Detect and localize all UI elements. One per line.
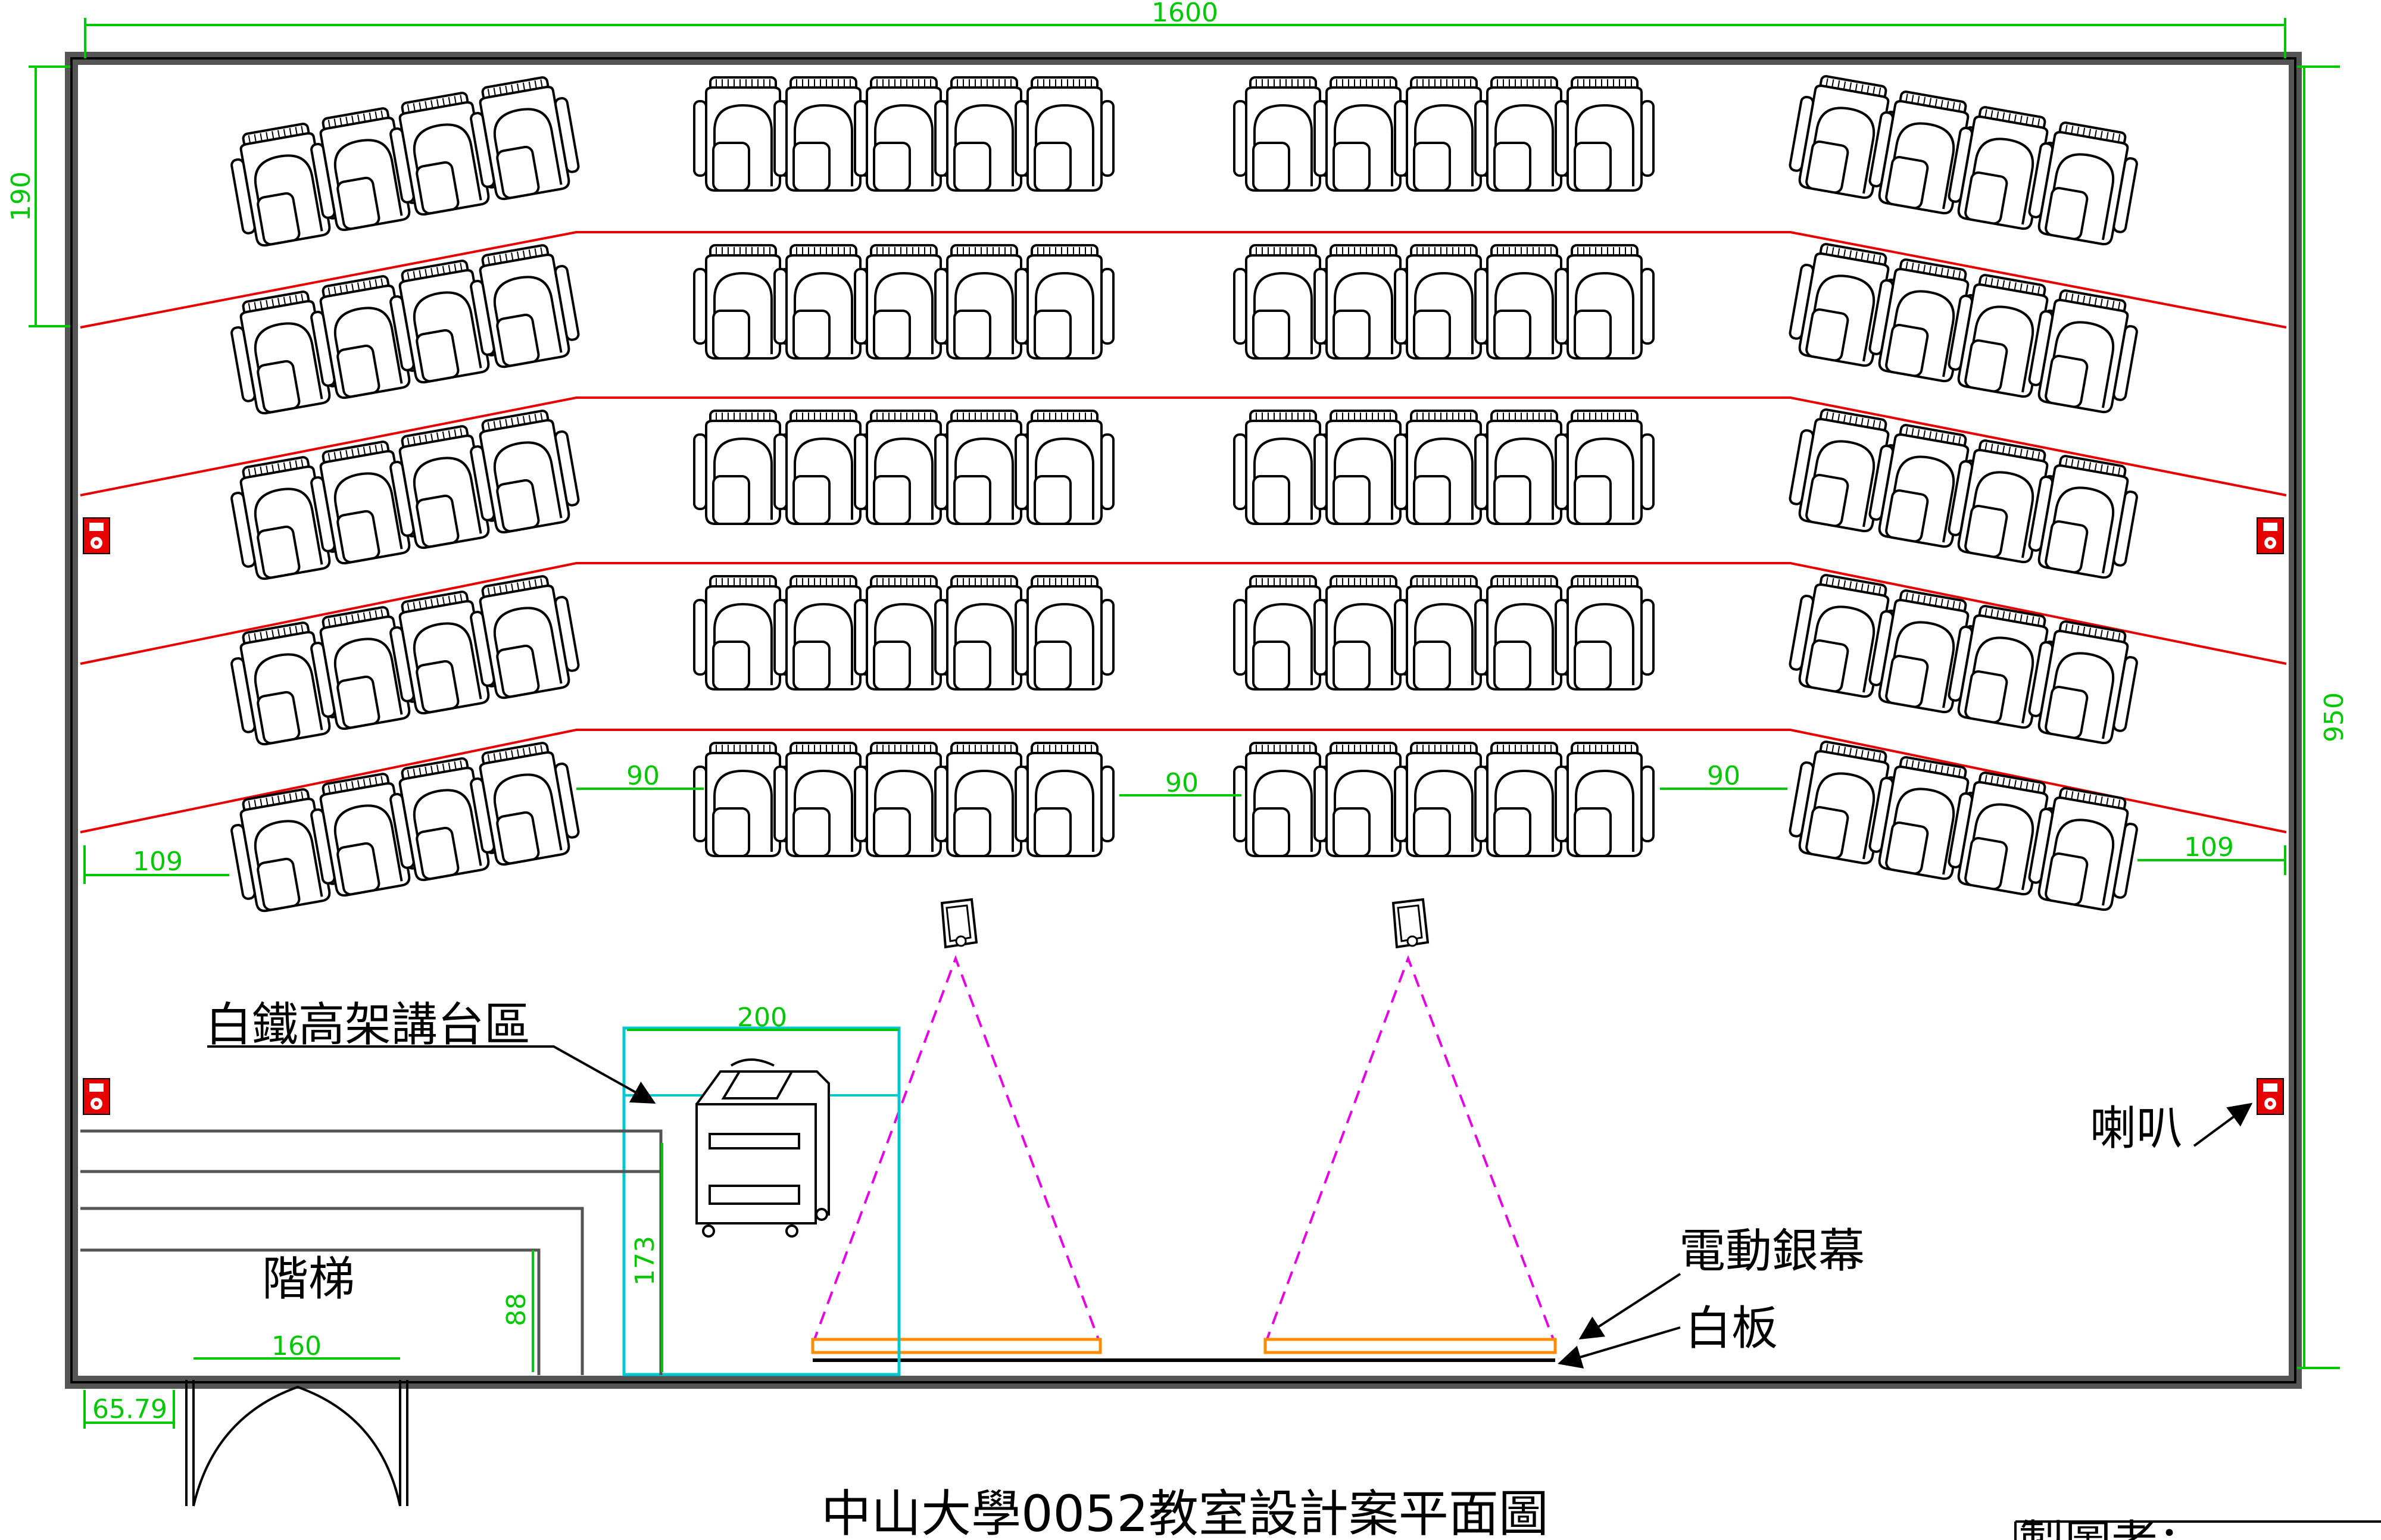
speaker-icon (83, 517, 110, 554)
seat-icon (1015, 742, 1115, 857)
projector-icon (1392, 898, 1429, 948)
dim-aisle-center: 90 (1165, 768, 1199, 798)
seat-icon (1555, 76, 1655, 192)
room-wall (65, 52, 2302, 1389)
seat-icon (464, 240, 583, 371)
seat-icon (1015, 76, 1115, 192)
podium-cabinet-icon (695, 1058, 830, 1238)
speaker-icon (2257, 517, 2284, 554)
dim-podium-width: 200 (737, 1002, 787, 1033)
dim-aisle-right: 90 (1707, 761, 1740, 791)
dim-door-offset: 65.79 (92, 1394, 167, 1425)
label-leaders (207, 1045, 2253, 1369)
screen-right (1263, 1338, 1557, 1354)
dimension-lines (29, 18, 2340, 1429)
label-whiteboard: 白板 (1685, 1302, 1778, 1355)
projection-lines (812, 955, 1556, 1345)
seat-icon (464, 406, 583, 537)
door-icon (185, 1380, 408, 1507)
seat-icon (1555, 410, 1655, 525)
dim-side-left: 109 (133, 846, 183, 877)
dim-aisle-left: 90 (626, 761, 660, 791)
seat-icon (1015, 244, 1115, 360)
drawing-title: 中山大學0052教室設計案平面圖 (821, 1485, 1549, 1540)
dim-first-row-depth: 190 (6, 171, 36, 221)
seat-icon (1015, 575, 1115, 691)
seat-icon (1555, 742, 1655, 857)
label-screen: 電動銀幕 (1679, 1224, 1865, 1278)
dim-room-width: 1600 (1152, 0, 1218, 28)
label-stairs: 階梯 (262, 1252, 355, 1306)
stairs (80, 1129, 663, 1375)
projector-icon (941, 898, 978, 948)
seat-icon (1015, 410, 1115, 525)
label-speaker: 喇叭 (2090, 1102, 2183, 1155)
seat-icon (1555, 244, 1655, 360)
dim-room-depth: 950 (2319, 692, 2349, 742)
seat-icon (464, 571, 583, 702)
maker-label: 製圖者： (2018, 1516, 2204, 1540)
dim-stair-height: 88 (501, 1293, 532, 1326)
label-podium-area: 白鐵高架講台區 (205, 998, 531, 1052)
seat-icon (464, 738, 583, 869)
screen-left (811, 1338, 1102, 1354)
seat-icon (1555, 575, 1655, 691)
speaker-icon (2257, 1078, 2284, 1115)
dim-podium-depth: 173 (630, 1236, 660, 1286)
dim-side-right: 109 (2184, 832, 2234, 863)
seat-icon (464, 73, 583, 204)
dim-door-width: 160 (272, 1331, 322, 1361)
speaker-icon (83, 1078, 110, 1115)
